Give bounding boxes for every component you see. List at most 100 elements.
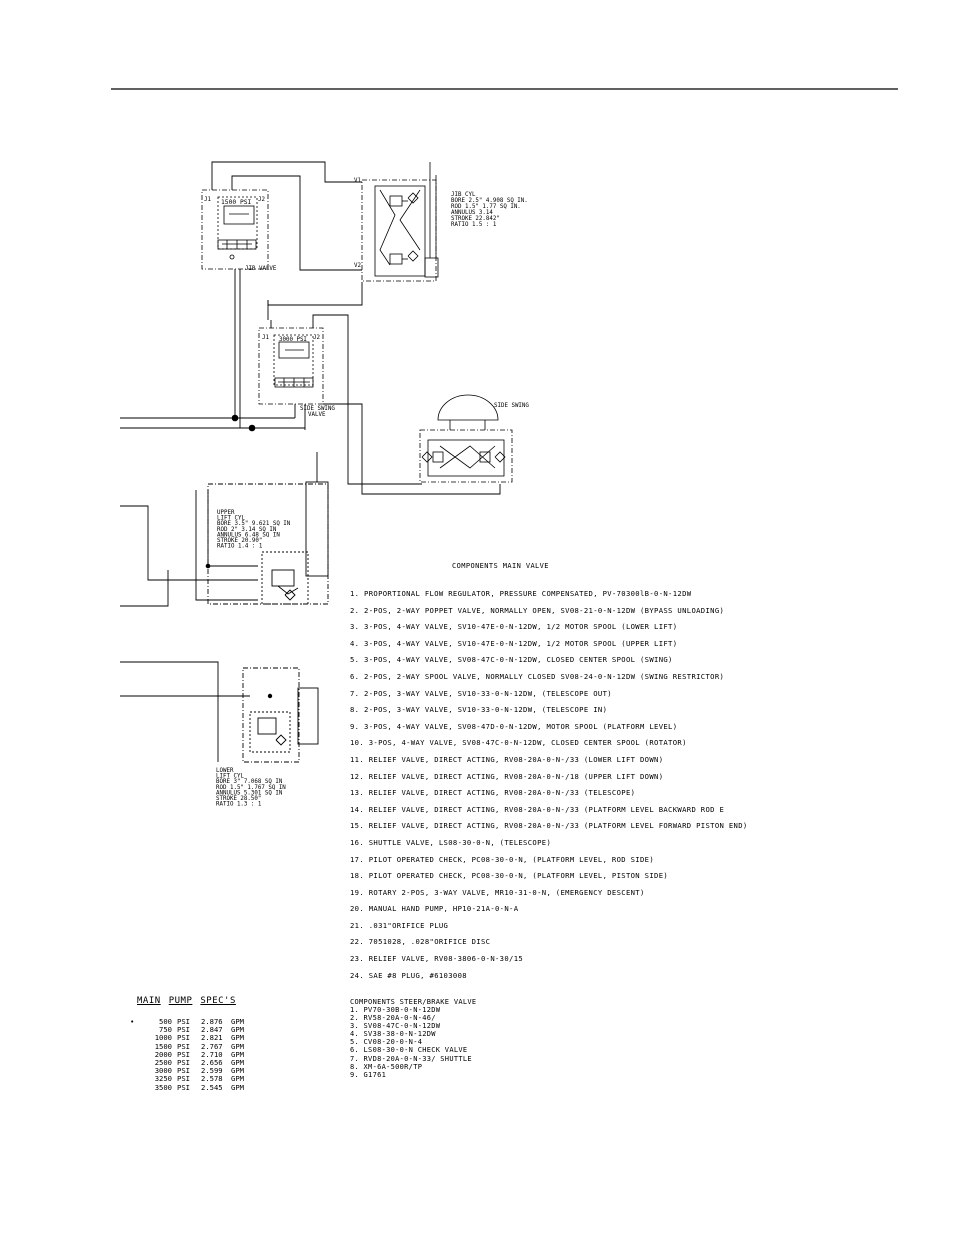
upper-lift-cyl-specs: UPPER LIFT CYL BORE 3.5" 9.621 SQ IN ROD…	[217, 510, 294, 550]
component-item: 12. RELIEF VALVE, DIRECT ACTING, RV08-20…	[350, 771, 664, 781]
jib-cyl-spec: STROKE 22.842"	[451, 216, 500, 222]
steer-brake-item: 6. LS08-30-0-N CHECK VALVE	[350, 1046, 468, 1055]
component-item: 22. 7051028, .028"ORIFICE DISC	[350, 937, 491, 947]
component-item: 7. 2-POS, 3-WAY VALVE, SV10-33-0-N-12DW,…	[350, 688, 612, 698]
pump-pressure-unit: PSI	[177, 1058, 190, 1068]
component-item: 24. SAE #8 PLUG, #6103008	[350, 970, 467, 980]
selected-marker	[130, 1075, 140, 1083]
side-swing-port-j1: J1	[262, 335, 269, 341]
pump-flow: 2.656	[201, 1058, 223, 1068]
selected-marker	[130, 1051, 140, 1059]
jib-cyl-spec: JIB CYL	[451, 192, 476, 198]
component-item: 11. RELIEF VALVE, DIRECT ACTING, RV08-20…	[350, 754, 664, 764]
component-item: 18. PILOT OPERATED CHECK, PC08-30-0-N, (…	[350, 871, 669, 881]
lower-lift-cyl-spec: RATIO 1.3 : 1	[216, 802, 262, 808]
pump-flow-unit: GPM	[231, 1017, 244, 1026]
lower-lift-cyl-spec: LOWER	[216, 768, 234, 774]
component-item: 3. 3-POS, 4-WAY VALVE, SV10-47E-0-N-12DW…	[350, 622, 678, 632]
jib-port-j2: J2	[258, 197, 265, 203]
pump-flow-unit: GPM	[231, 1058, 244, 1068]
pump-pressure: 1500	[154, 1041, 172, 1051]
pump-pressure: 1000	[154, 1033, 172, 1043]
component-item: 23. RELIEF VALVE, RV08-3806-0-N-30/15	[350, 954, 524, 964]
component-item: 19. ROTARY 2-POS, 3-WAY VALVE, MR10-31-0…	[350, 887, 645, 897]
pump-flow: 2.767	[201, 1041, 223, 1051]
component-item: 2. 2-POS, 2-WAY POPPET VALVE, NORMALLY O…	[350, 605, 725, 615]
junction-dot	[231, 414, 239, 422]
pump-spec-row: 3500 PSI 2.545 GPM	[130, 1082, 244, 1092]
selected-marker	[130, 1026, 140, 1034]
components-main-valve-title: COMPONENTS MAIN VALVE	[452, 562, 549, 570]
pump-pressure: 750	[159, 1025, 172, 1035]
pump-pressure: 3250	[154, 1074, 172, 1084]
pump-pressure: 2500	[154, 1058, 172, 1068]
junction-dot	[205, 563, 211, 569]
pump-flow-unit: GPM	[231, 1074, 244, 1084]
selected-marker	[130, 1059, 140, 1067]
side-swing-valve-label-line: VALVE	[308, 412, 326, 418]
side-swing-valve-pressure: 3000 PSI	[279, 337, 307, 343]
upper-lift-cyl-spec: LIFT CYL	[217, 516, 245, 522]
pump-spec-row: 2500 PSI 2.656 GPM	[130, 1058, 244, 1068]
side-swing-lines	[120, 314, 501, 495]
pump-pressure: 2000	[154, 1049, 172, 1059]
components-steer-brake-list: 1. PV70-30B-0-N-12DW 2. RV58-20A-0-N-46/…	[350, 1006, 472, 1079]
side-swing-valve	[258, 327, 324, 405]
lower-lift-cyl-spec: STROKE 28.50"	[216, 796, 261, 802]
pump-pressure-unit: PSI	[177, 1025, 190, 1035]
side-swing-valve-label: SIDE SWING VALVE	[300, 406, 338, 418]
lower-lift-cyl-spec: LIFT CYL	[216, 774, 244, 780]
junction-dot	[267, 693, 273, 699]
pump-pressure-unit: PSI	[177, 1074, 190, 1084]
steer-brake-item: 1. PV70-30B-0-N-12DW	[350, 1006, 441, 1014]
component-item: 15. RELIEF VALVE, DIRECT ACTING, RV08-20…	[350, 821, 748, 831]
selected-marker	[130, 1043, 140, 1051]
pump-flow: 2.847	[201, 1025, 223, 1035]
pump-flow-unit: GPM	[231, 1025, 244, 1035]
pump-pressure-unit: PSI	[177, 1033, 190, 1043]
pump-flow-unit: GPM	[231, 1082, 244, 1092]
components-main-valve-list: 1. PROPORTIONAL FLOW REGULATOR, PRESSURE…	[350, 589, 748, 987]
jib-cyl-spec: RATIO 1.5 : 1	[451, 222, 497, 228]
upper-lift-cyl-spec: BORE 3.5" 9.621 SQ IN	[217, 521, 291, 527]
upper-lift-cylinder	[120, 452, 329, 607]
jib-valve-pressure: 1500 PSI	[221, 199, 252, 206]
jib-port-v1: V1	[354, 178, 361, 184]
steer-brake-item: 4. SV38-38-0-N-12DW	[350, 1030, 436, 1039]
steer-brake-item: 3. SV08-47C-0-N-12DW	[350, 1022, 441, 1031]
selected-marker: •	[130, 1017, 135, 1026]
jib-cylinder-block	[361, 162, 439, 282]
pump-flow-unit: GPM	[231, 1049, 244, 1059]
pump-title-word: SPEC'S	[200, 996, 236, 1006]
upper-lift-cyl-spec: RATIO 1.4 : 1	[217, 544, 263, 550]
selected-marker	[130, 1034, 140, 1042]
pump-flow: 2.821	[201, 1033, 223, 1043]
pump-flow-unit: GPM	[231, 1066, 244, 1076]
pump-pressure: 3500	[154, 1082, 172, 1092]
pump-flow: 2.578	[201, 1074, 223, 1084]
component-item: 8. 2-POS, 3-WAY VALVE, SV10-33-0-N-12DW,…	[350, 705, 608, 715]
pump-flow: 2.710	[201, 1049, 223, 1059]
component-item: 16. SHUTTLE VALVE, LS08-30-0-N, (TELESCO…	[350, 837, 552, 847]
component-item: 10. 3-POS, 4-WAY VALVE, SV08-47C-0-N-12D…	[350, 738, 687, 748]
component-item: 6. 2-POS, 2-WAY SPOOL VALVE, NORMALLY CL…	[350, 671, 725, 681]
upper-lift-cyl-spec: ANNULUS 6.48 SQ IN	[217, 532, 280, 538]
steer-brake-item: 5. CV08-20-0-N-4	[350, 1038, 423, 1047]
jib-cyl-spec: BORE 2.5" 4.908 SQ IN.	[451, 198, 528, 204]
jib-lines	[211, 161, 363, 428]
pump-flow: 2.545	[201, 1082, 223, 1092]
pump-pressure-unit: PSI	[177, 1082, 190, 1092]
upper-lift-cyl-spec: UPPER	[217, 510, 235, 516]
component-item: 17. PILOT OPERATED CHECK, PC08-30-0-N, (…	[350, 854, 655, 864]
lower-lift-cyl-spec: BORE 3" 7.068 SQ IN	[216, 779, 283, 785]
component-item: 4. 3-POS, 4-WAY VALVE, SV10-47E-0-N-12DW…	[350, 638, 678, 648]
pump-pressure-unit: PSI	[177, 1066, 190, 1076]
lower-lift-cyl-spec: ANNULUS 5.301 SQ IN	[216, 790, 283, 796]
pump-spec-row: 3250 PSI 2.578 GPM	[130, 1075, 244, 1083]
upper-lift-cyl-spec: STROKE 20.90"	[217, 538, 262, 544]
component-item: 13. RELIEF VALVE, DIRECT ACTING, RV08-20…	[350, 788, 636, 798]
lower-lift-cyl-specs: LOWER LIFT CYL BORE 3" 7.068 SQ IN ROD 1…	[216, 768, 289, 808]
